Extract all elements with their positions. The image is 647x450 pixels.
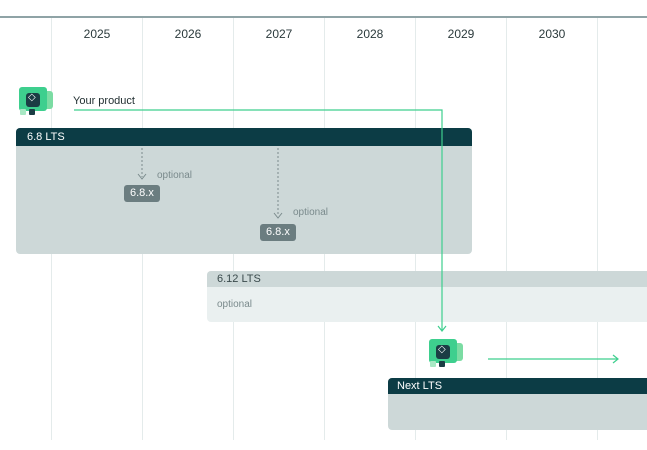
year-label-2030: 2030 (538, 27, 566, 41)
upgrade-path-line (74, 109, 443, 330)
product-icon (427, 339, 465, 371)
lts-6-12-optional-label: optional (217, 299, 253, 310)
year-gridline (597, 18, 598, 440)
product-icon (17, 87, 55, 119)
lts-6-8-title: 6.8 LTS (16, 128, 472, 146)
lts-6-8-block (16, 128, 472, 254)
update-optional-label: optional (293, 207, 329, 218)
year-label-2025: 2025 (83, 27, 111, 41)
year-label-2028: 2028 (356, 27, 384, 41)
year-label-2029: 2029 (447, 27, 475, 41)
update-optional-label: optional (157, 170, 193, 181)
lts-6-12-title: 6.12 LTS (207, 271, 647, 287)
product-label: Your product (73, 95, 135, 107)
update-pill: 6.8.x (260, 224, 296, 241)
arrowhead (273, 212, 283, 219)
update-pill: 6.8.x (124, 185, 160, 202)
year-gridline (506, 18, 507, 440)
next-lts-title: Next LTS (388, 378, 647, 394)
arrowhead (437, 325, 447, 332)
arrowhead (137, 173, 147, 180)
arrowhead (612, 354, 619, 364)
year-label-2026: 2026 (174, 27, 202, 41)
year-label-2027: 2027 (265, 27, 293, 41)
timeline-top-border (0, 16, 647, 18)
